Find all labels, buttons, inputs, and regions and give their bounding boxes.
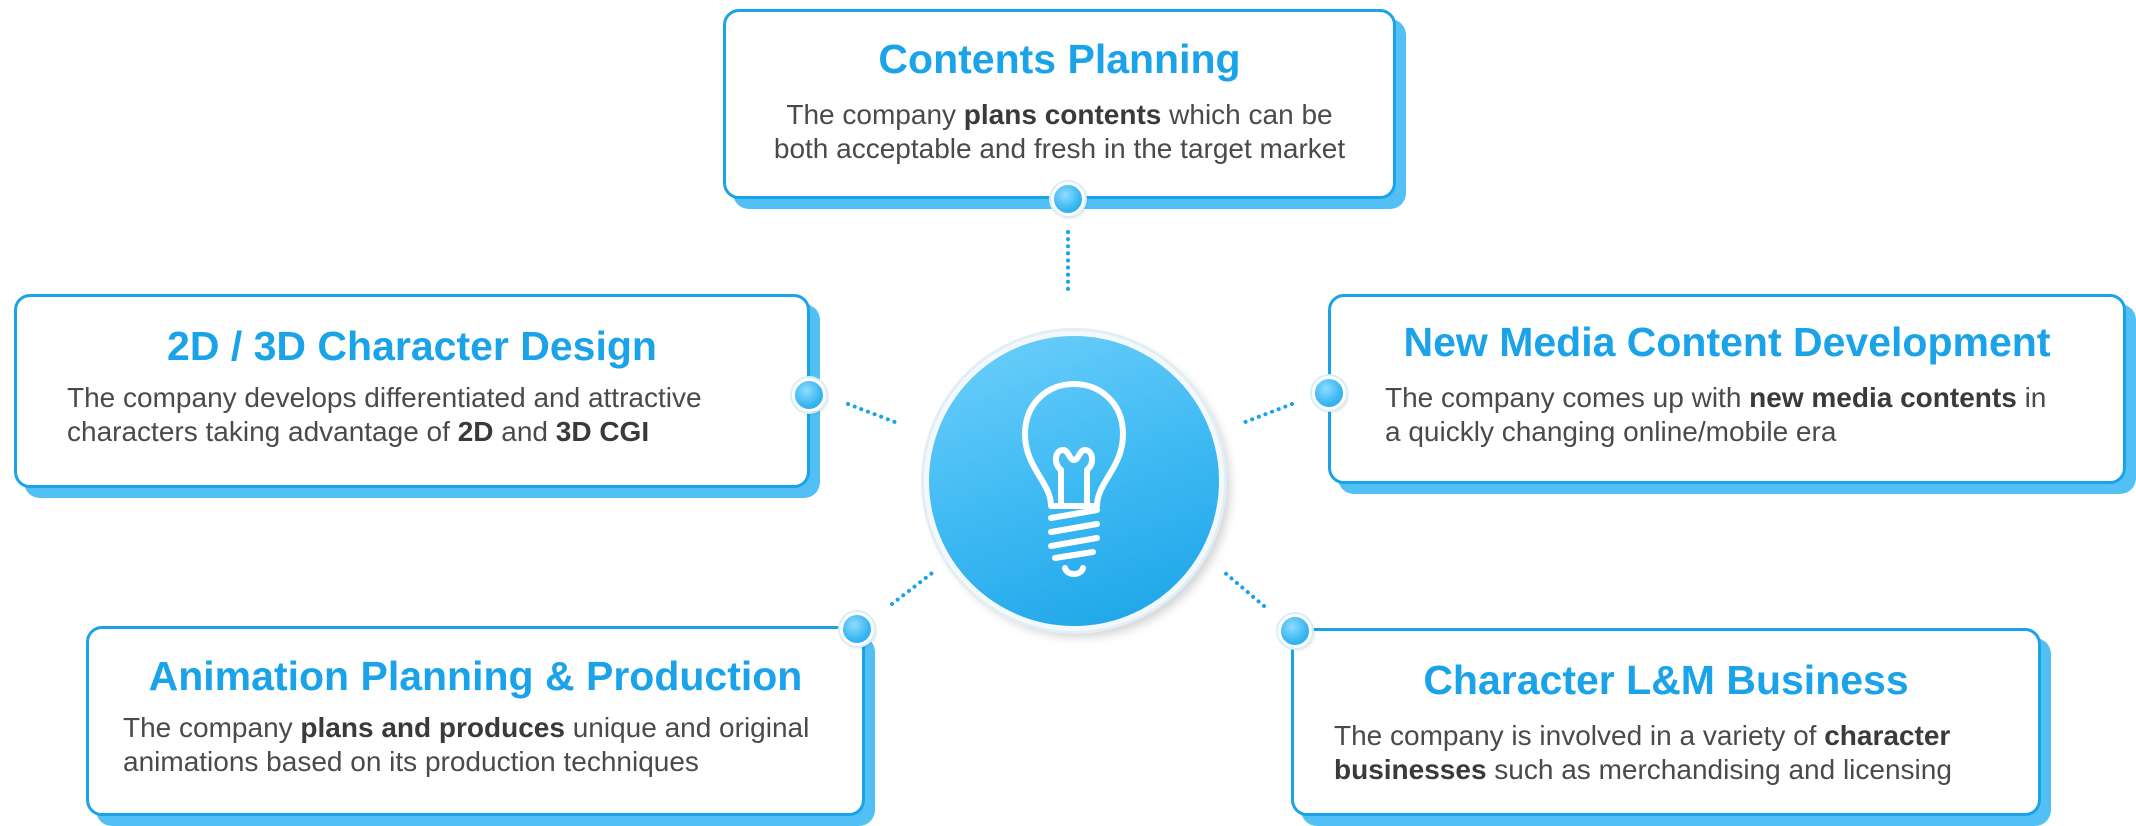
- connector-br: [1222, 570, 1266, 608]
- contents-planning-card: Contents Planning The company plans cont…: [723, 9, 1396, 199]
- card-title: New Media Content Development: [1403, 319, 2051, 365]
- text-segment: which can be: [1161, 99, 1333, 130]
- card-title: Character L&M Business: [1423, 657, 1909, 703]
- emphasis-text: new media contents: [1749, 382, 2017, 413]
- text-segment: characters taking advantage of: [67, 416, 458, 447]
- node-dot-br: [1278, 614, 1312, 648]
- text-segment: The company is involved in a variety of: [1334, 720, 1825, 751]
- node-dot-right: [1312, 376, 1346, 410]
- text-segment: The company comes up with: [1385, 382, 1750, 413]
- character-design-card: 2D / 3D Character Design The company dev…: [14, 294, 810, 488]
- emphasis-text: 3D CGI: [555, 416, 650, 447]
- text-segment: The company develops differentiated and …: [67, 382, 702, 413]
- card-title: Animation Planning & Production: [148, 653, 803, 699]
- emphasis-text: plans contents: [963, 99, 1162, 130]
- text-segment: The company: [123, 712, 301, 743]
- card-description: The company plans and produces unique an…: [123, 711, 862, 779]
- text-segment: a quickly changing online/mobile era: [1385, 416, 1837, 447]
- character-lm-card: Character L&M Business The company is in…: [1291, 628, 2041, 816]
- text-segment: animations based on its production techn…: [123, 746, 699, 777]
- node-dot-left: [792, 378, 826, 412]
- connector-bl: [890, 568, 938, 606]
- light-bulb-icon: [1022, 381, 1126, 577]
- text-segment: and: [493, 416, 556, 447]
- card-title: Contents Planning: [878, 36, 1241, 82]
- emphasis-text: businesses: [1334, 754, 1487, 785]
- node-dot-top: [1051, 182, 1085, 216]
- card-description: The company comes up with new media cont…: [1385, 381, 2123, 449]
- connector-right: [1238, 402, 1294, 426]
- card-title: 2D / 3D Character Design: [167, 323, 657, 369]
- card-description: The company is involved in a variety of …: [1334, 719, 2038, 787]
- emphasis-text: plans and produces: [300, 712, 565, 743]
- node-dot-bl: [840, 612, 874, 646]
- connector-left: [846, 402, 902, 426]
- emphasis-text: 2D: [457, 416, 494, 447]
- card-description: The company develops differentiated and …: [67, 381, 807, 449]
- text-segment: such as merchandising and licensing: [1486, 754, 1952, 785]
- text-segment: both acceptable and fresh in the target …: [773, 133, 1346, 164]
- text-segment: The company: [786, 99, 964, 130]
- new-media-card: New Media Content Development The compan…: [1328, 294, 2126, 484]
- hub-circle: [924, 331, 1224, 631]
- text-segment: in: [2016, 382, 2047, 413]
- text-segment: unique and original: [564, 712, 810, 743]
- animation-production-card: Animation Planning & Production The comp…: [86, 626, 865, 816]
- emphasis-text: character: [1824, 720, 1951, 751]
